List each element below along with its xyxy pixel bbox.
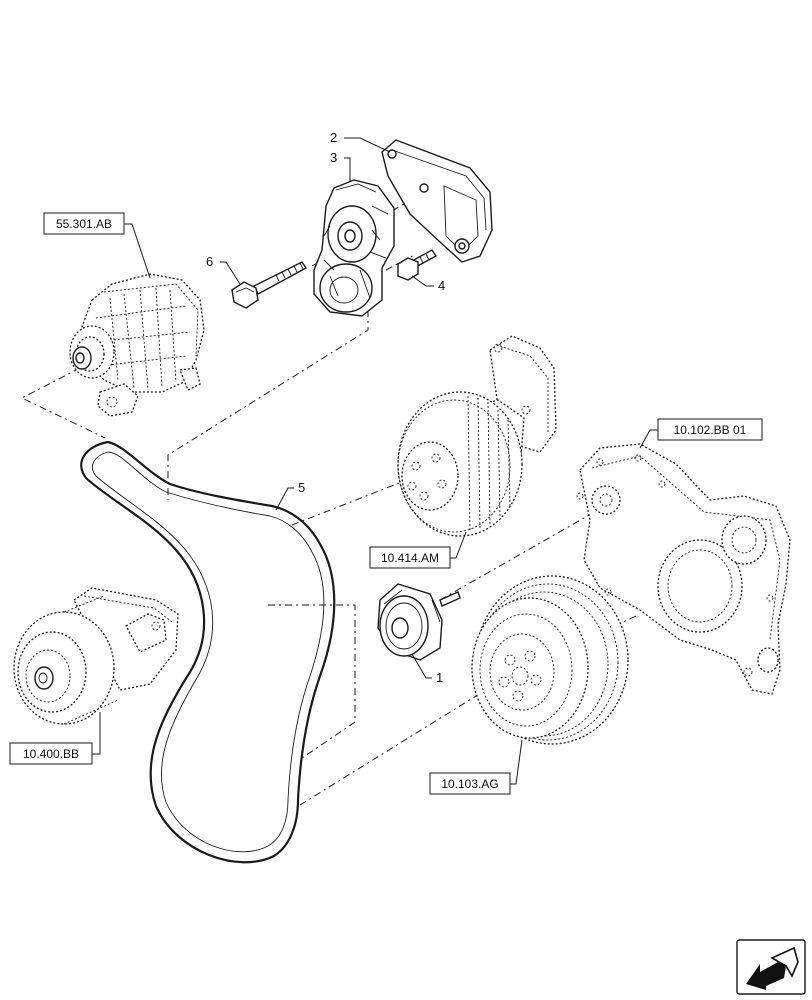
serpentine-belt bbox=[80, 440, 336, 864]
svg-text:4: 4 bbox=[438, 278, 445, 293]
svg-text:6: 6 bbox=[206, 254, 213, 269]
callouts: 2 3 6 4 5 1 bbox=[206, 130, 445, 685]
short-bolt bbox=[397, 249, 438, 281]
alternator bbox=[69, 273, 205, 417]
water-pump bbox=[13, 587, 179, 725]
idler-pulley bbox=[377, 583, 461, 661]
ref-label-fan-drive[interactable]: 10.414.AM bbox=[369, 531, 467, 569]
ref-label-water-pump[interactable]: 10.400.BB bbox=[9, 712, 101, 765]
tensioner-bracket bbox=[381, 139, 493, 263]
svg-text:1: 1 bbox=[436, 670, 443, 685]
callout-6: 6 bbox=[206, 254, 241, 285]
front-cover bbox=[576, 443, 791, 695]
svg-text:2: 2 bbox=[330, 130, 337, 145]
svg-text:55.301.AB: 55.301.AB bbox=[56, 217, 112, 231]
ref-label-crank-damper[interactable]: 10.103.AG bbox=[429, 739, 523, 795]
belt-tensioner bbox=[313, 179, 395, 317]
fan-drive bbox=[397, 335, 557, 537]
svg-text:10.414.AM: 10.414.AM bbox=[381, 551, 439, 565]
callout-4: 4 bbox=[411, 275, 445, 293]
svg-text:10.400.BB: 10.400.BB bbox=[23, 747, 79, 761]
ref-label-front-cover[interactable]: 10.102.BB 01 bbox=[639, 418, 763, 449]
crankshaft-damper bbox=[471, 575, 629, 745]
callout-2: 2 bbox=[330, 130, 391, 153]
callout-5: 5 bbox=[275, 480, 305, 511]
ref-label-alternator[interactable]: 55.301.AB bbox=[43, 212, 151, 279]
svg-text:3: 3 bbox=[330, 150, 337, 165]
callout-1: 1 bbox=[411, 653, 443, 685]
long-bolt bbox=[231, 261, 308, 309]
svg-text:10.103.AG: 10.103.AG bbox=[441, 777, 498, 791]
svg-text:5: 5 bbox=[298, 480, 305, 495]
next-page-arrow-icon[interactable] bbox=[736, 939, 806, 995]
callout-3: 3 bbox=[330, 150, 351, 182]
svg-text:10.102.BB 01: 10.102.BB 01 bbox=[674, 423, 747, 437]
